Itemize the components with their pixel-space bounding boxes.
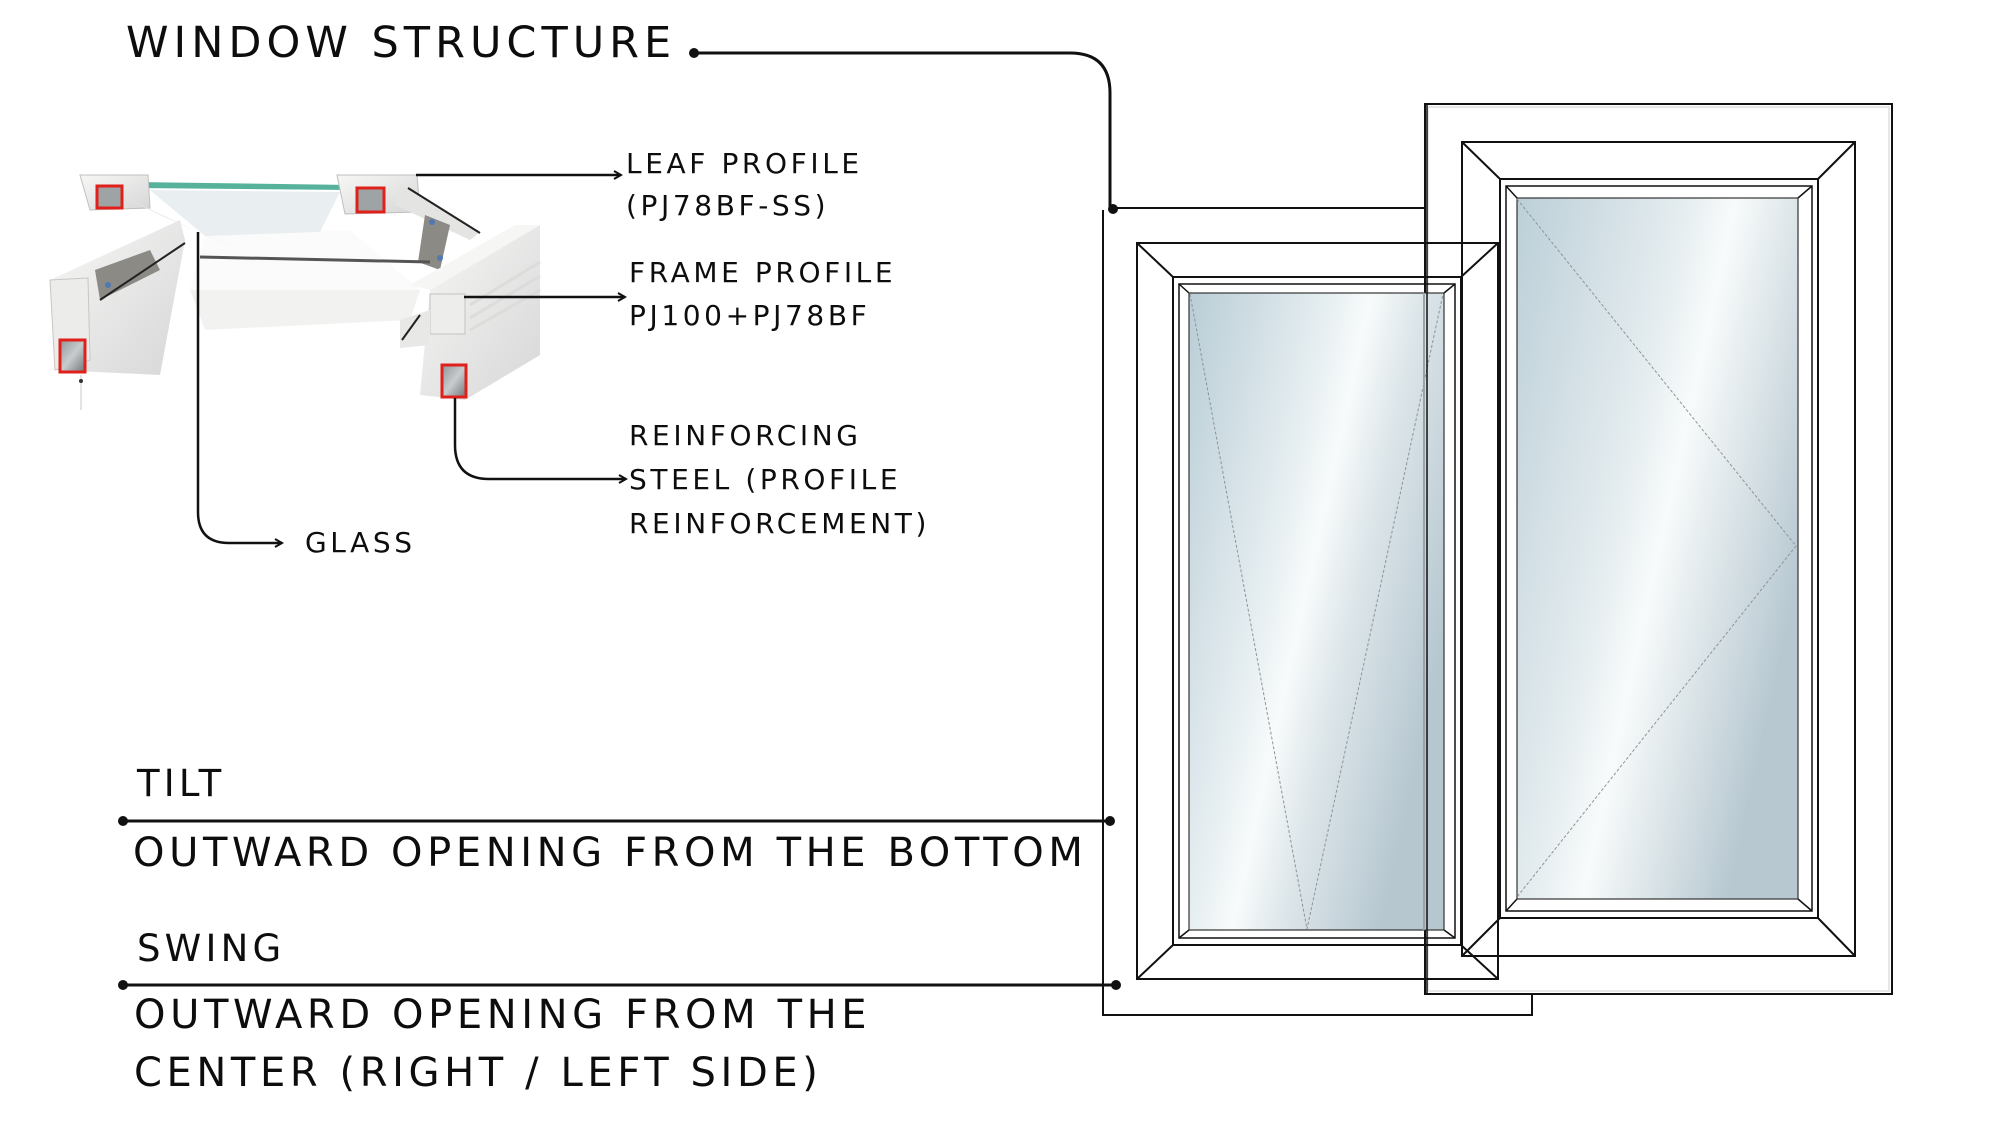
title-connector-line — [694, 51, 1112, 210]
swing-description-line1: OUTWARD OPENING FROM THE — [134, 992, 872, 1038]
profile-bottom-body — [190, 290, 420, 330]
leaf-profile-right — [336, 174, 481, 270]
swing-window-glass — [1516, 197, 1799, 900]
swing-label: SWING — [137, 927, 286, 970]
tilt-description: OUTWARD OPENING FROM THE BOTTOM — [133, 830, 1088, 876]
glass-face — [150, 190, 340, 236]
tilt-window-sash — [1172, 276, 1462, 946]
frame-profile-left — [49, 220, 186, 410]
glass-leader — [196, 232, 282, 543]
swing-dot-right — [1111, 980, 1121, 990]
leaf-profile-left — [79, 174, 245, 252]
leader-lines — [196, 175, 626, 543]
tilt-window — [1136, 104, 1499, 994]
tilt-window-frame — [1136, 242, 1499, 980]
tilt-window-glass — [1188, 292, 1445, 931]
title-connector — [694, 51, 1112, 210]
swing-description-line2: CENTER (RIGHT / LEFT SIDE) — [134, 1050, 823, 1096]
tilt-label: TILT — [137, 762, 226, 805]
leaf-profile-label: LEAF PROFILE — [626, 147, 863, 180]
glass-label: GLASS — [305, 526, 416, 559]
reinforcing-steel-label-line3: REINFORCEMENT) — [629, 507, 931, 540]
tilt-dot-right — [1105, 816, 1115, 826]
swing-window — [1424, 103, 1893, 995]
reinforcing-steel-label-line1: REINFORCING — [629, 419, 862, 452]
tilt-dot-left — [118, 816, 128, 826]
profile-rail — [199, 255, 431, 264]
frame-profile-code: PJ100+PJ78BF — [629, 299, 871, 332]
swing-opening-indicator — [1516, 198, 1797, 898]
window-profile-photo — [49, 174, 541, 410]
diagram-title: WINDOW STRUCTURE — [126, 18, 677, 68]
swing-line — [118, 980, 1121, 990]
frame-profile-label: FRAME PROFILE — [629, 256, 897, 289]
tilt-line — [118, 816, 1115, 826]
swing-dot-left — [118, 980, 128, 990]
reinforcing-steel-label-line2: STEEL (PROFILE — [629, 463, 902, 496]
title-connector-dot-start — [689, 48, 699, 58]
glass-pane — [132, 182, 352, 190]
tilt-opening-indicator — [1189, 293, 1444, 930]
leaf-profile-code: (PJ78BF-SS) — [626, 189, 830, 222]
reinforcing-steel-leader — [453, 398, 626, 479]
